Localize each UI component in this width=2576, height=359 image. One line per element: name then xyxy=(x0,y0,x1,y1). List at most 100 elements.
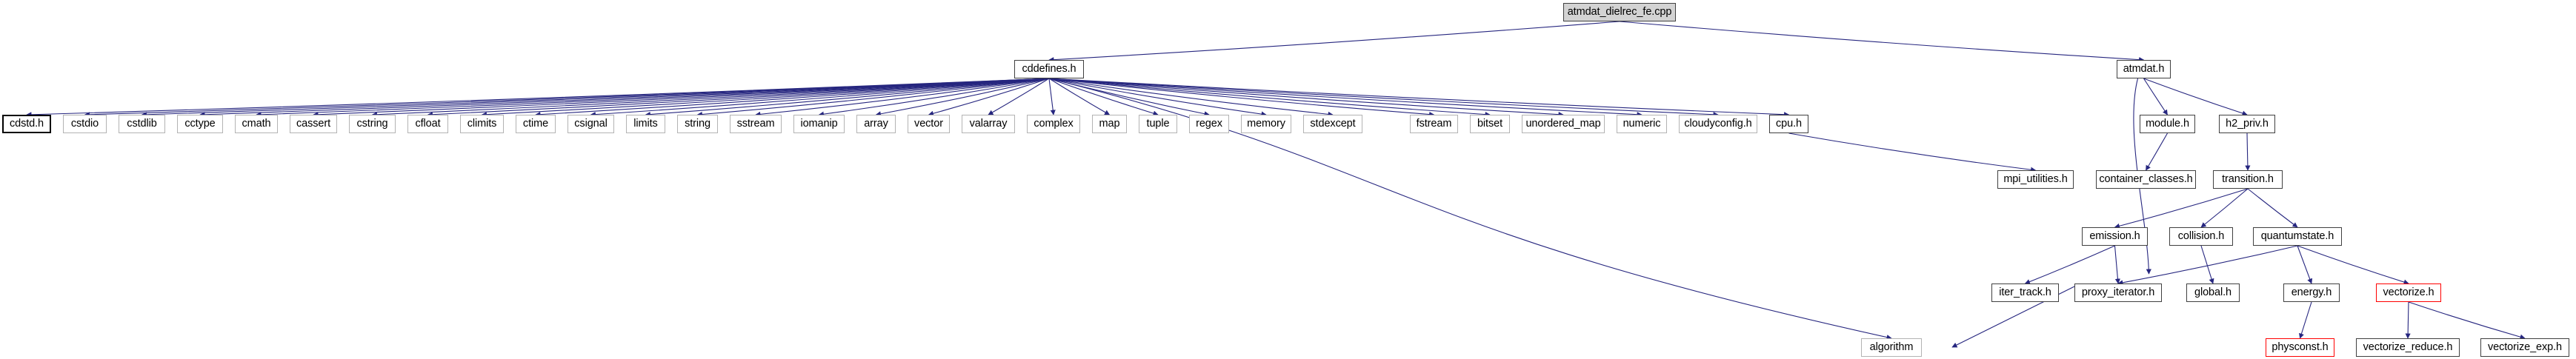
graph-edge-h2_priv-to-transition xyxy=(2245,132,2251,171)
graph-node-iter_track[interactable]: iter_track.h xyxy=(1991,283,2059,302)
graph-node-string[interactable]: string xyxy=(677,115,718,133)
graph-edge-cddefines-to-cstdlib xyxy=(141,78,1050,118)
graph-node-label: iter_track.h xyxy=(1999,286,2051,299)
graph-node-label: atmdat_dielrec_fe.cpp xyxy=(1567,6,1672,19)
graph-node-module[interactable]: module.h xyxy=(2140,115,2195,133)
graph-node-ctime[interactable]: ctime xyxy=(516,115,556,133)
graph-edge-collision-to-global xyxy=(2200,245,2214,284)
graph-edge-cddefines-to-ctime xyxy=(535,78,1050,118)
graph-node-fstream[interactable]: fstream xyxy=(1410,115,1458,133)
graph-node-label: sstream xyxy=(736,118,775,130)
graph-node-tuple[interactable]: tuple xyxy=(1139,115,1177,133)
graph-node-label: h2_priv.h xyxy=(2226,118,2269,130)
graph-node-cfloat[interactable]: cfloat xyxy=(407,115,448,133)
graph-node-physconst[interactable]: physconst.h xyxy=(2266,338,2334,357)
graph-edge-transition-to-collision xyxy=(2200,188,2249,228)
graph-node-vectorize_reduce[interactable]: vectorize_reduce.h xyxy=(2356,338,2460,357)
graph-node-label: csignal xyxy=(574,118,608,130)
graph-node-cstdlib[interactable]: cstdlib xyxy=(119,115,165,133)
graph-node-label: quantumstate.h xyxy=(2260,230,2334,243)
graph-node-iomanip[interactable]: iomanip xyxy=(793,115,845,133)
graph-node-climits[interactable]: climits xyxy=(460,115,504,133)
graph-edge-cddefines-to-map xyxy=(1048,78,1111,115)
graph-node-label: stdexcept xyxy=(1310,118,1356,130)
graph-node-memory[interactable]: memory xyxy=(1241,115,1291,133)
graph-node-energy[interactable]: energy.h xyxy=(2283,283,2340,302)
graph-node-mpi_utilities[interactable]: mpi_utilities.h xyxy=(1997,170,2074,189)
graph-node-valarray[interactable]: valarray xyxy=(962,115,1015,133)
graph-edge-cpu-to-mpi_utilities xyxy=(1788,132,2037,172)
graph-edge-transition-to-emission xyxy=(2114,188,2249,229)
graph-edge-quantumstate-to-vectorize xyxy=(2297,245,2409,285)
graph-node-label: tuple xyxy=(1146,118,1170,130)
graph-edge-vectorize-to-vectorize_reduce xyxy=(2405,301,2411,339)
graph-node-cpu[interactable]: cpu.h xyxy=(1769,115,1808,133)
graph-node-vector[interactable]: vector xyxy=(908,115,950,133)
graph-edge-atmdat-to-module xyxy=(2143,78,2168,115)
graph-node-label: cpu.h xyxy=(1776,118,1802,130)
graph-edge-cddefines-to-cdstd xyxy=(26,78,1050,118)
graph-node-label: regex xyxy=(1196,118,1222,130)
graph-node-regex[interactable]: regex xyxy=(1189,115,1229,133)
graph-edge-cddefines-to-vector xyxy=(928,78,1050,116)
graph-node-global[interactable]: global.h xyxy=(2186,283,2240,302)
graph-node-cmath[interactable]: cmath xyxy=(235,115,278,133)
graph-node-label: string xyxy=(685,118,710,130)
graph-node-label: array xyxy=(864,118,888,130)
graph-node-bitset[interactable]: bitset xyxy=(1470,115,1510,133)
graph-edge-cddefines-to-csignal xyxy=(590,78,1050,118)
graph-node-map[interactable]: map xyxy=(1092,115,1127,133)
graph-edge-cddefines-to-array xyxy=(875,78,1050,117)
graph-node-label: algorithm xyxy=(1869,341,1914,354)
graph-node-limits[interactable]: limits xyxy=(626,115,665,133)
graph-node-label: cassert xyxy=(296,118,331,130)
graph-edge-cddefines-to-limits xyxy=(645,78,1050,118)
graph-node-emission[interactable]: emission.h xyxy=(2082,227,2148,246)
graph-node-cddefines[interactable]: cddefines.h xyxy=(1014,60,1084,78)
graph-node-h2_priv[interactable]: h2_priv.h xyxy=(2219,115,2275,133)
graph-node-label: climits xyxy=(467,118,497,130)
graph-edge-cddefines-to-cpu xyxy=(1048,78,1790,118)
graph-node-sstream[interactable]: sstream xyxy=(730,115,782,133)
graph-node-cloudyconfig[interactable]: cloudyconfig.h xyxy=(1679,115,1757,133)
graph-edge-cddefines-to-cmath xyxy=(256,78,1050,118)
graph-node-vectorize_exp[interactable]: vectorize_exp.h xyxy=(2480,338,2569,357)
graph-node-vectorize[interactable]: vectorize.h xyxy=(2376,283,2441,302)
graph-node-array[interactable]: array xyxy=(856,115,896,133)
graph-node-label: fstream xyxy=(1416,118,1452,130)
graph-node-cstdio[interactable]: cstdio xyxy=(63,115,107,133)
graph-node-complex[interactable]: complex xyxy=(1027,115,1080,133)
graph-node-cassert[interactable]: cassert xyxy=(290,115,337,133)
graph-node-unordered_map[interactable]: unordered_map xyxy=(1522,115,1605,133)
graph-edge-cddefines-to-iomanip xyxy=(818,78,1050,117)
graph-node-label: atmdat.h xyxy=(2123,63,2165,76)
graph-node-label: iomanip xyxy=(800,118,838,130)
graph-node-cctype[interactable]: cctype xyxy=(177,115,223,133)
graph-node-label: proxy_iterator.h xyxy=(2081,286,2155,299)
graph-node-label: bitset xyxy=(1477,118,1503,130)
graph-edge-cddefines-to-cassert xyxy=(313,78,1050,118)
graph-node-algorithm[interactable]: algorithm xyxy=(1861,338,1922,357)
graph-node-label: cstdlib xyxy=(127,118,157,130)
graph-node-csignal[interactable]: csignal xyxy=(568,115,614,133)
graph-node-numeric[interactable]: numeric xyxy=(1617,115,1667,133)
graph-node-container_classes[interactable]: container_classes.h xyxy=(2096,170,2196,189)
graph-node-label: cstdio xyxy=(70,118,99,130)
graph-node-proxy_iterator[interactable]: proxy_iterator.h xyxy=(2074,283,2162,302)
graph-node-root[interactable]: atmdat_dielrec_fe.cpp xyxy=(1563,3,1676,21)
graph-node-cstring[interactable]: cstring xyxy=(349,115,396,133)
graph-node-transition[interactable]: transition.h xyxy=(2213,170,2283,189)
graph-node-cdstd[interactable]: cdstd.h xyxy=(2,115,51,133)
graph-edge-cddefines-to-memory xyxy=(1048,78,1267,117)
graph-node-label: mpi_utilities.h xyxy=(2003,173,2068,186)
graph-node-atmdat[interactable]: atmdat.h xyxy=(2117,60,2171,78)
graph-node-stdexcept[interactable]: stdexcept xyxy=(1303,115,1362,133)
graph-edge-cddefines-to-bitset xyxy=(1048,78,1491,118)
graph-node-label: module.h xyxy=(2146,118,2189,130)
graph-node-collision[interactable]: collision.h xyxy=(2169,227,2233,246)
graph-edge-quantumstate-to-proxy_iterator xyxy=(2117,245,2298,286)
graph-node-label: emission.h xyxy=(2089,230,2140,243)
graph-node-label: complex xyxy=(1034,118,1074,130)
graph-node-quantumstate[interactable]: quantumstate.h xyxy=(2253,227,2342,246)
